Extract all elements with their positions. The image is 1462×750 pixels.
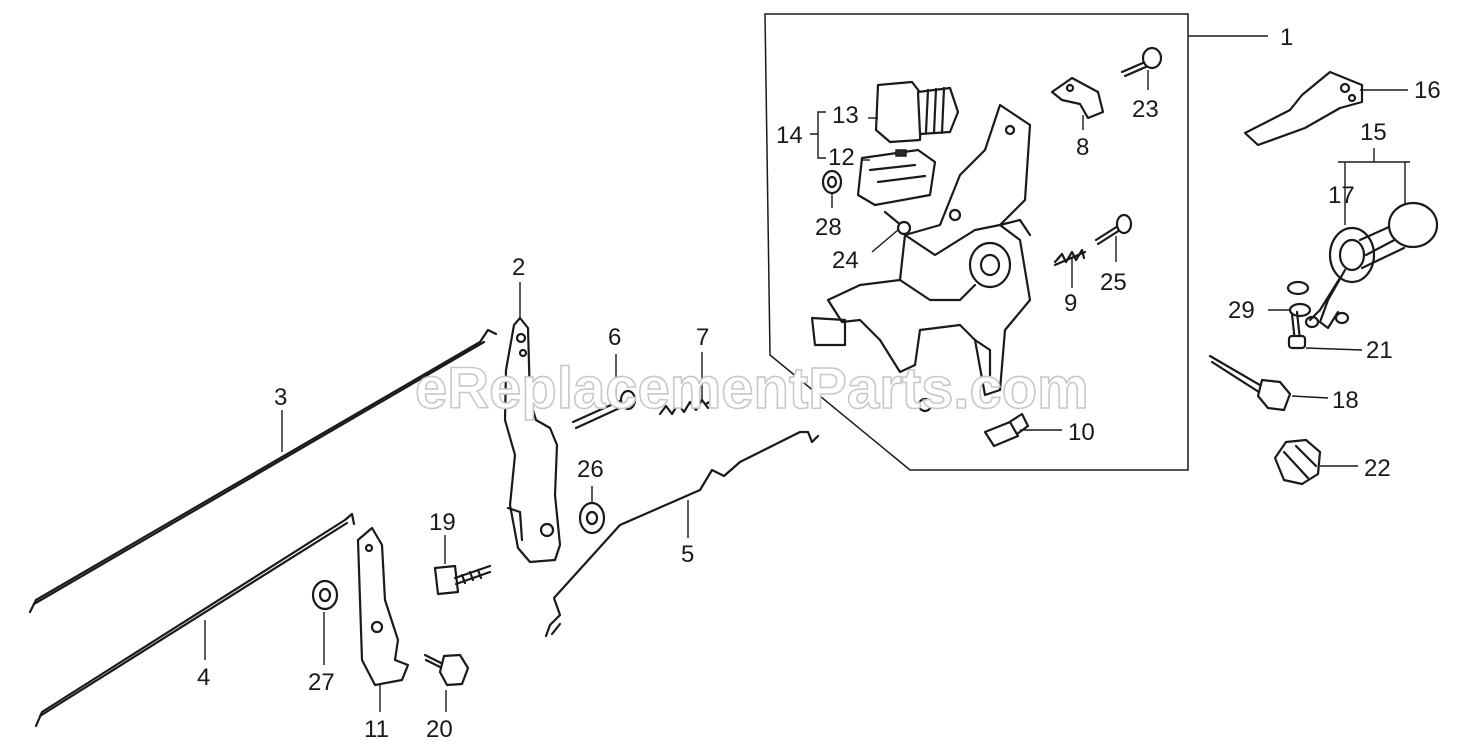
part-15-knob-assembly (1304, 201, 1439, 330)
callout-7: 7 (696, 324, 709, 351)
callout-19: 19 (429, 509, 456, 536)
part-26-nut (578, 501, 606, 535)
part-20-bolt (423, 653, 470, 687)
assembly-frame (764, 13, 1189, 471)
callout-12: 12 (828, 144, 855, 171)
part-19-screw (433, 564, 492, 596)
callout-16: 16 (1414, 77, 1441, 104)
part-24-screw (883, 210, 912, 236)
callout-26: 26 (577, 456, 604, 483)
part-23-bolt (1120, 46, 1163, 78)
callout-13: 13 (832, 102, 859, 129)
callout-9: 9 (1064, 290, 1077, 317)
part-21-screw (1287, 310, 1307, 350)
callout-25: 25 (1100, 269, 1127, 296)
callout-11: 11 (364, 716, 389, 743)
part-12-switch (856, 148, 937, 207)
callout-14: 14 (776, 122, 803, 149)
callout-24: 24 (832, 247, 859, 274)
callout-18: 18 (1332, 387, 1359, 414)
part-5-rod (544, 430, 820, 638)
callout-10: 10 (1068, 419, 1095, 446)
part-13-switch (874, 80, 960, 144)
callout-22: 22 (1364, 455, 1391, 482)
part-29-washer (1286, 280, 1312, 318)
part-25-screw (1094, 213, 1133, 246)
part-4-rod (34, 512, 356, 728)
callout-3: 3 (274, 384, 287, 411)
callout-4: 4 (197, 664, 210, 691)
part-7-spring (658, 396, 718, 416)
callout-2: 2 (512, 254, 525, 281)
part-2-lever (503, 316, 562, 564)
part-3-rod (28, 328, 498, 614)
callout-23: 23 (1132, 96, 1159, 123)
part-16-bracket (1243, 70, 1364, 147)
callout-20: 20 (426, 716, 453, 743)
callout-17: 17 (1328, 182, 1355, 209)
part-6-pin (571, 389, 637, 430)
watermark: eReplacementParts.com (415, 356, 1089, 421)
callout-5: 5 (681, 541, 694, 568)
callout-15: 15 (1360, 119, 1387, 146)
leader-lines (204, 35, 1410, 712)
callout-1: 1 (1280, 24, 1293, 51)
callout-6: 6 (608, 324, 621, 351)
part-11-bracket (356, 526, 410, 687)
callout-28: 28 (815, 214, 842, 241)
part-27-washer (311, 579, 339, 611)
callout-labels: 1 2 3 4 5 6 7 8 9 10 11 12 13 14 15 16 1… (197, 24, 1441, 743)
part-9-spring (1053, 248, 1087, 267)
callout-21: 21 (1366, 337, 1393, 364)
part-28-washer (821, 169, 843, 195)
part-22-clamp (1273, 438, 1322, 486)
callout-27: 27 (308, 669, 335, 696)
callout-8: 8 (1076, 134, 1089, 161)
part-8-clip (1050, 76, 1105, 120)
part-18-bolt (1208, 354, 1292, 412)
callout-29: 29 (1228, 297, 1255, 324)
